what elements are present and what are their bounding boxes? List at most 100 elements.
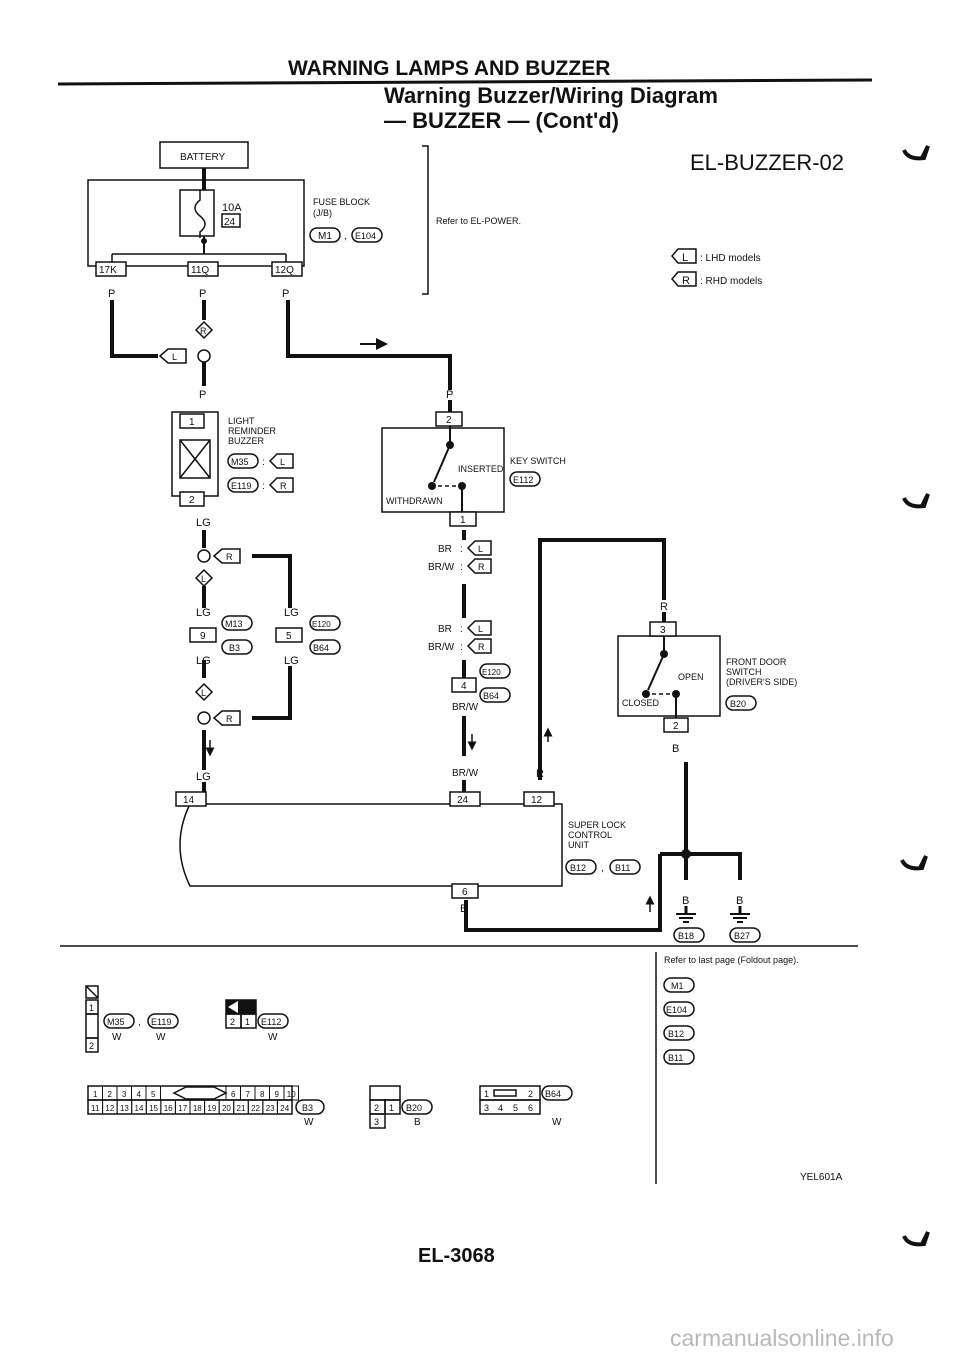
svg-text:L: L [478,544,483,554]
svg-text:B12: B12 [668,1029,684,1039]
connector-pin-label: 20 [222,1104,231,1113]
page-tab-mark-1 [902,145,930,161]
refer-panel: Refer to last page (Foldout page). M1 E1… [663,955,799,1065]
page-tab-mark-4 [902,1231,930,1247]
connector-view-b64: 1 2 3 4 5 6 B64 W [479,1085,573,1128]
svg-text:E112: E112 [513,475,533,485]
svg-text:B64: B64 [483,691,499,701]
svg-text:1: 1 [189,417,195,428]
svg-text:B12: B12 [570,863,586,873]
figure-code: YEL601A [800,1172,843,1183]
svg-text:L: L [280,457,285,467]
svg-text:R: R [226,714,233,724]
power-wires [110,300,452,390]
diagram-title: Warning Buzzer/Wiring Diagram [384,83,718,108]
svg-text:P: P [108,288,115,300]
svg-text:FUSE BLOCK: FUSE BLOCK [313,197,370,207]
svg-text:17K: 17K [99,265,117,276]
svg-text:4: 4 [461,681,467,692]
svg-text:INSERTED: INSERTED [458,464,504,474]
connector-pin-label: 9 [275,1090,280,1099]
svg-text:2: 2 [89,1041,94,1051]
svg-text:M1: M1 [318,231,332,242]
svg-text:1: 1 [460,515,466,526]
connector-pin-label: 5 [151,1090,156,1099]
svg-text:BR/W: BR/W [428,642,455,653]
svg-text:B11: B11 [668,1053,683,1063]
svg-text:E112: E112 [261,1017,281,1027]
svg-text:W: W [112,1032,122,1043]
svg-text::: : [460,544,463,555]
svg-text:,: , [138,1017,141,1028]
page-tab-mark-3 [900,855,928,871]
page-number: EL-3068 [418,1245,495,1267]
svg-text:B: B [672,743,679,755]
connector-pin-label: 18 [193,1104,202,1113]
connector-pin-label: 7 [246,1090,251,1099]
svg-text:R: R [478,642,485,652]
connector-pin-label: 10 [287,1090,296,1099]
svg-text:B3: B3 [302,1103,313,1113]
svg-text:B: B [460,903,467,915]
key-switch-wires: BR : L BR/W : R BR : L BR/W : R 4 E120 B… [428,530,511,792]
svg-text:(J/B): (J/B) [313,208,332,218]
svg-text:LG: LG [284,607,299,619]
svg-text:B: B [682,895,689,907]
svg-text:,: , [601,863,604,874]
svg-text:Refer to last page (Foldout pa: Refer to last page (Foldout page). [664,955,799,965]
connector-view-m35-e119: 1 2 M35 , E119 W W [85,985,179,1053]
svg-text:B11: B11 [615,863,630,873]
svg-text:W: W [156,1032,166,1043]
svg-text:B3: B3 [229,643,240,653]
svg-text:2: 2 [673,721,679,732]
svg-text:Refer to EL-POWER.: Refer to EL-POWER. [436,216,521,226]
fuse-block: 10A 24 FUSE BLOCK (J/B) M1 , E104 [87,179,383,267]
svg-text:5: 5 [513,1103,518,1113]
connector-pin-label: 17 [178,1104,187,1113]
svg-text:B27: B27 [734,931,750,941]
diagram-code: EL-BUZZER-02 [690,150,844,175]
svg-text:6: 6 [462,887,468,898]
connector-pin-label: 16 [164,1104,173,1113]
diagram-subtitle: — BUZZER — (Cont'd) [384,108,619,133]
svg-text:BUZZER: BUZZER [228,436,265,446]
connector-pin-label: 15 [149,1104,158,1113]
light-reminder-buzzer: 1 2 LIGHT REMINDER BUZZER M35 : L E119 :… [171,411,294,529]
svg-text:SUPER LOCK: SUPER LOCK [568,820,626,830]
svg-text:KEY SWITCH: KEY SWITCH [510,456,566,466]
svg-text:E120: E120 [482,668,501,677]
svg-text:1: 1 [89,1003,94,1013]
front-door-switch: 3 OPEN CLOSED 2 B FRONT DOOR SWITCH (DRI… [617,621,797,755]
fuse-terminals: 17K 11Q 12Q P P P [95,261,303,300]
svg-text:CLOSED: CLOSED [622,698,660,708]
svg-text:LG: LG [196,655,211,667]
svg-text:2: 2 [230,1017,235,1027]
svg-text:24: 24 [224,217,236,228]
svg-text:R: R [280,481,287,491]
svg-text:M1: M1 [671,981,684,991]
svg-text:W: W [268,1032,278,1043]
svg-text:1: 1 [389,1103,394,1113]
r-wire [538,538,666,780]
connector-pin-label: 12 [105,1104,114,1113]
connector-pin-label: 23 [266,1104,275,1113]
legend-lhd: L : LHD models [671,248,761,264]
svg-text:L: L [201,688,206,698]
svg-text:P: P [446,389,453,401]
key-switch: 2 INSERTED WITHDRAWN 1 KEY SWITCH E112 [381,411,566,527]
svg-text:: RHD models: : RHD models [700,276,762,287]
svg-text:E104: E104 [355,231,376,241]
svg-text:W: W [304,1117,314,1128]
svg-text:LG: LG [196,517,211,529]
connector-pin-label: 3 [122,1090,127,1099]
svg-text:12Q: 12Q [275,265,294,276]
svg-text:R: R [200,326,207,336]
svg-text:14: 14 [183,795,195,806]
joint-connector-left: LG 9 M13 B3 LG [189,607,253,667]
joint-connector-right: LG 5 E120 B64 LG [275,607,341,667]
svg-text:11Q: 11Q [191,265,209,276]
option-branch: R L P P [158,320,453,401]
svg-text:4: 4 [498,1103,503,1113]
svg-text:E104: E104 [666,1005,687,1015]
